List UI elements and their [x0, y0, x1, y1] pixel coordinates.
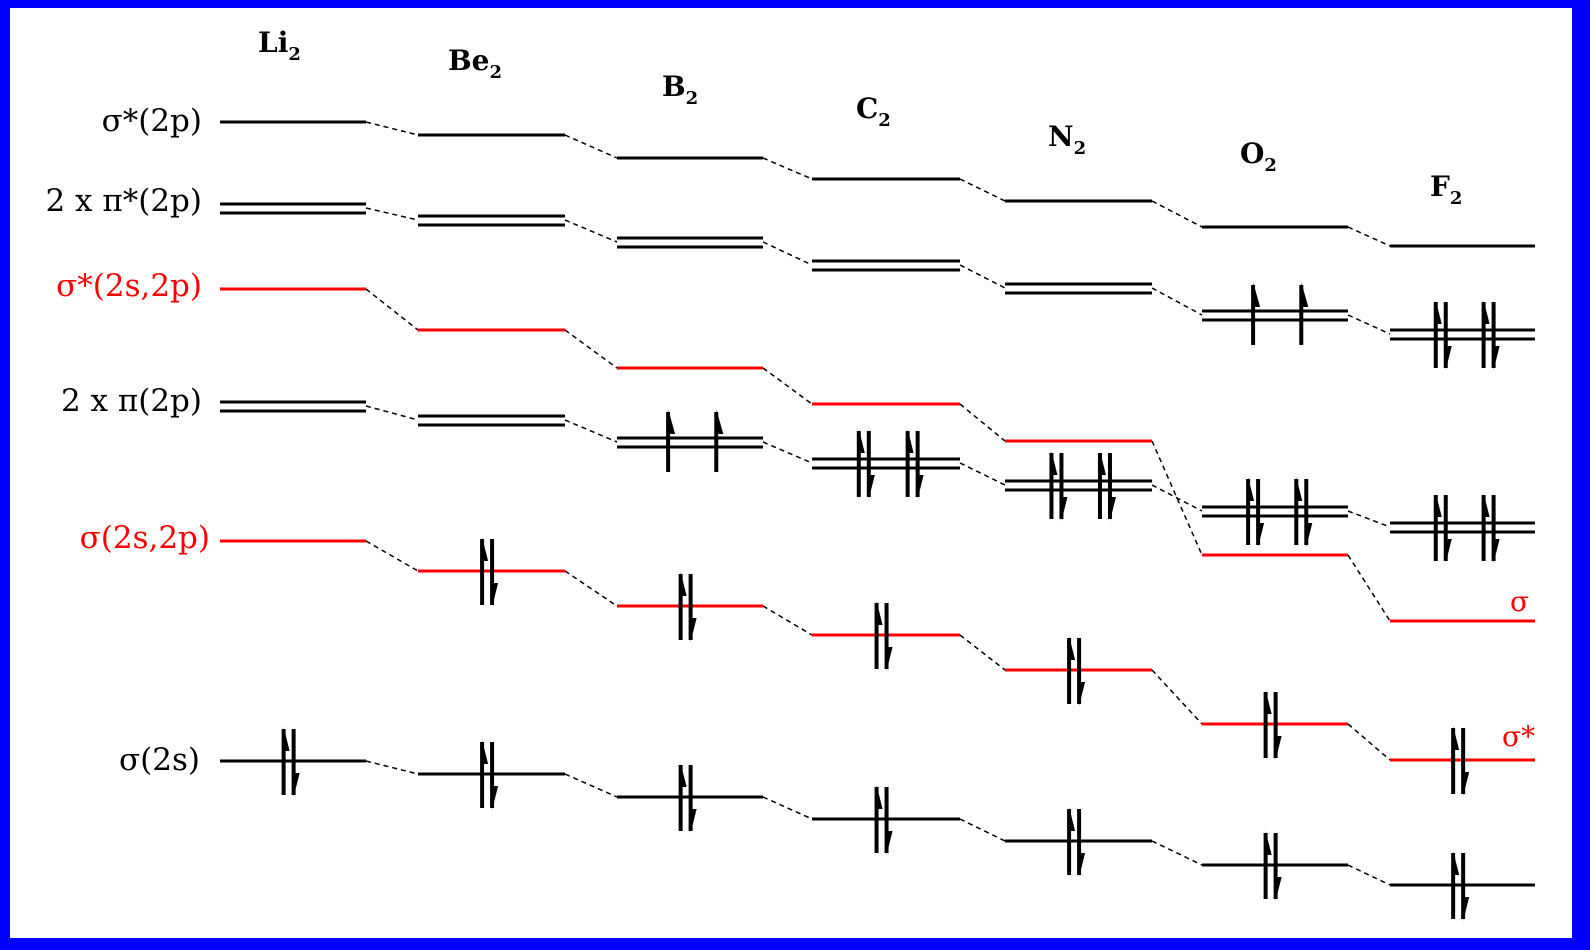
- connector-sigma-star-2s2p-be2-b2: [564, 329, 618, 369]
- electron-pair-sigma-2s2p-b2: [678, 572, 697, 642]
- label-sigma-2s2p: σ(2s,2p): [80, 520, 210, 556]
- connector-sigma-2s-n2-o2: [1151, 840, 1203, 866]
- connector-pi-2p-be2-b2: [564, 419, 618, 443]
- level-pi-star-2p-f2: [1390, 328, 1535, 341]
- connector-sigma-star-2s2p-n2-o2: [1151, 440, 1203, 556]
- electron-pair-pi-2p-o2-a: [1246, 477, 1265, 547]
- molecule-header-o2: O2: [1240, 137, 1277, 176]
- electron-pair-sigma-2s-c2: [874, 785, 893, 855]
- label-pi-star-2p: 2 x π*(2p): [45, 183, 202, 219]
- f2-sigma-label: σ: [1510, 585, 1529, 618]
- molecule-header-n2: N2: [1048, 120, 1086, 159]
- electron-up-pi-star-2p-o2-a: [1251, 282, 1261, 345]
- electron-pair-pi-2p-f2-b: [1481, 493, 1500, 563]
- electron-pair-sigma-2s2p-o2: [1263, 690, 1282, 760]
- connector-sigma-star-2s2p-li2-be2: [365, 288, 419, 331]
- connector-sigma-star-2s2p-c2-n2: [959, 403, 1006, 442]
- electron-pair-sigma-2s2p-be2: [480, 537, 499, 607]
- energy-levels: [220, 120, 1535, 887]
- connector-sigma-2s2p-b2-c2: [762, 605, 813, 636]
- connector-pi-star-2p-b2-c2: [762, 241, 813, 266]
- electron-pair-sigma-2s-n2: [1067, 807, 1086, 877]
- connector-sigma-star-2s2p-b2-c2: [762, 367, 813, 405]
- level-pi-star-2p-be2: [418, 214, 565, 227]
- connector-sigma-star-2p-n2-o2: [1151, 200, 1203, 228]
- level-pi-star-2p-n2: [1005, 282, 1152, 295]
- electron-pair-sigma-2s2p-c2: [874, 601, 893, 671]
- electron-pair-sigma-2s-b2: [678, 763, 697, 833]
- level-pi-2p-f2: [1390, 521, 1535, 534]
- molecule-header-c2: C2: [856, 92, 891, 131]
- electron-up-pi-star-2p-o2-b: [1299, 282, 1309, 345]
- electron-pair-sigma-2s-o2: [1263, 831, 1282, 901]
- electron-pair-sigma-2s-li2: [281, 727, 300, 797]
- electron-pair-sigma-2s2p-n2: [1067, 636, 1086, 706]
- level-pi-2p-n2: [1005, 479, 1152, 492]
- connector-sigma-star-2p-li2-be2: [365, 121, 419, 136]
- level-pi-2p-be2: [418, 414, 565, 427]
- level-pi-2p-li2: [220, 400, 366, 413]
- connector-sigma-star-2p-o2-f2: [1347, 226, 1391, 247]
- connector-sigma-star-2s2p-o2-f2: [1347, 554, 1391, 622]
- level-pi-2p-b2: [617, 436, 763, 449]
- label-sigma-2s: σ(2s): [119, 742, 200, 778]
- connector-sigma-2s2p-o2-f2: [1347, 723, 1391, 761]
- molecule-header-b2: B2: [662, 70, 698, 109]
- connector-pi-star-2p-li2-be2: [365, 207, 419, 221]
- electron-pair-pi-2p-o2-b: [1294, 477, 1313, 547]
- label-sigma-star-2p: σ*(2p): [102, 103, 202, 139]
- level-pi-star-2p-o2: [1202, 309, 1348, 322]
- electron-pair-pi-2p-c2-b: [905, 429, 924, 499]
- f2-sigma-star-label: σ*: [1502, 720, 1535, 753]
- connector-pi-2p-li2-be2: [365, 405, 419, 421]
- connector-sigma-2s2p-be2-b2: [564, 570, 618, 607]
- electron-pair-pi-2p-n2-a: [1049, 451, 1068, 521]
- molecule-header-li2: Li2: [258, 26, 301, 65]
- level-pi-2p-c2: [812, 457, 960, 470]
- connector-sigma-star-2p-be2-b2: [564, 134, 618, 159]
- connector-pi-star-2p-be2-b2: [564, 219, 618, 243]
- electron-up-pi-2p-b2-a: [666, 409, 676, 472]
- level-pi-2p-o2: [1202, 505, 1348, 518]
- connector-sigma-2s2p-li2-be2: [365, 540, 419, 572]
- connector-pi-star-2p-c2-n2: [959, 264, 1006, 289]
- connector-sigma-star-2p-c2-n2: [959, 178, 1006, 202]
- electron-pair-pi-2p-c2-a: [856, 429, 875, 499]
- connector-pi-2p-n2-o2: [1151, 484, 1203, 512]
- electron-pair-pi-2p-n2-b: [1097, 451, 1116, 521]
- level-pi-star-2p-li2: [220, 202, 366, 215]
- electron-pair-pi-2p-f2-a: [1433, 493, 1452, 563]
- level-pi-star-2p-b2: [617, 236, 763, 249]
- diagram-frame: σ*(2p) 2 x π*(2p) σ*(2s,2p) 2 x π(2p) σ(…: [10, 8, 1572, 938]
- connector-sigma-2s-o2-f2: [1347, 864, 1391, 886]
- level-pi-star-2p-c2: [812, 259, 960, 272]
- connector-lines: [365, 121, 1391, 886]
- electron-pair-pi-star-2p-f2-b: [1481, 300, 1500, 370]
- label-sigma-star-2s2p: σ*(2s,2p): [56, 268, 202, 304]
- connector-sigma-star-2p-b2-c2: [762, 157, 813, 180]
- connector-sigma-2s-b2-c2: [762, 796, 813, 820]
- connector-sigma-2s-li2-be2: [365, 760, 419, 775]
- connector-pi-star-2p-o2-f2: [1347, 314, 1391, 335]
- connector-sigma-2s-c2-n2: [959, 818, 1006, 842]
- electron-up-pi-2p-b2-b: [714, 409, 724, 472]
- mo-energy-diagram: σ*(2p) 2 x π*(2p) σ*(2s,2p) 2 x π(2p) σ(…: [45, 26, 1535, 921]
- label-pi-2p: 2 x π(2p): [61, 383, 202, 419]
- connector-sigma-2s-be2-b2: [564, 773, 618, 798]
- electron-pair-sigma-2s-be2: [480, 740, 499, 810]
- molecule-header-f2: F2: [1430, 170, 1462, 209]
- connector-pi-2p-o2-f2: [1347, 510, 1391, 528]
- connector-sigma-2s2p-n2-o2: [1151, 669, 1203, 725]
- electron-pair-sigma-2s-f2: [1451, 851, 1470, 921]
- connector-sigma-2s2p-c2-n2: [959, 634, 1006, 671]
- electron-arrows: [281, 282, 1500, 921]
- connector-pi-2p-b2-c2: [762, 441, 813, 464]
- electron-pair-pi-star-2p-f2-a: [1433, 300, 1452, 370]
- connector-pi-star-2p-n2-o2: [1151, 287, 1203, 316]
- connector-pi-2p-c2-n2: [959, 462, 1006, 486]
- electron-pair-sigma-2s2p-f2: [1451, 726, 1470, 796]
- molecule-header-be2: Be2: [448, 44, 502, 83]
